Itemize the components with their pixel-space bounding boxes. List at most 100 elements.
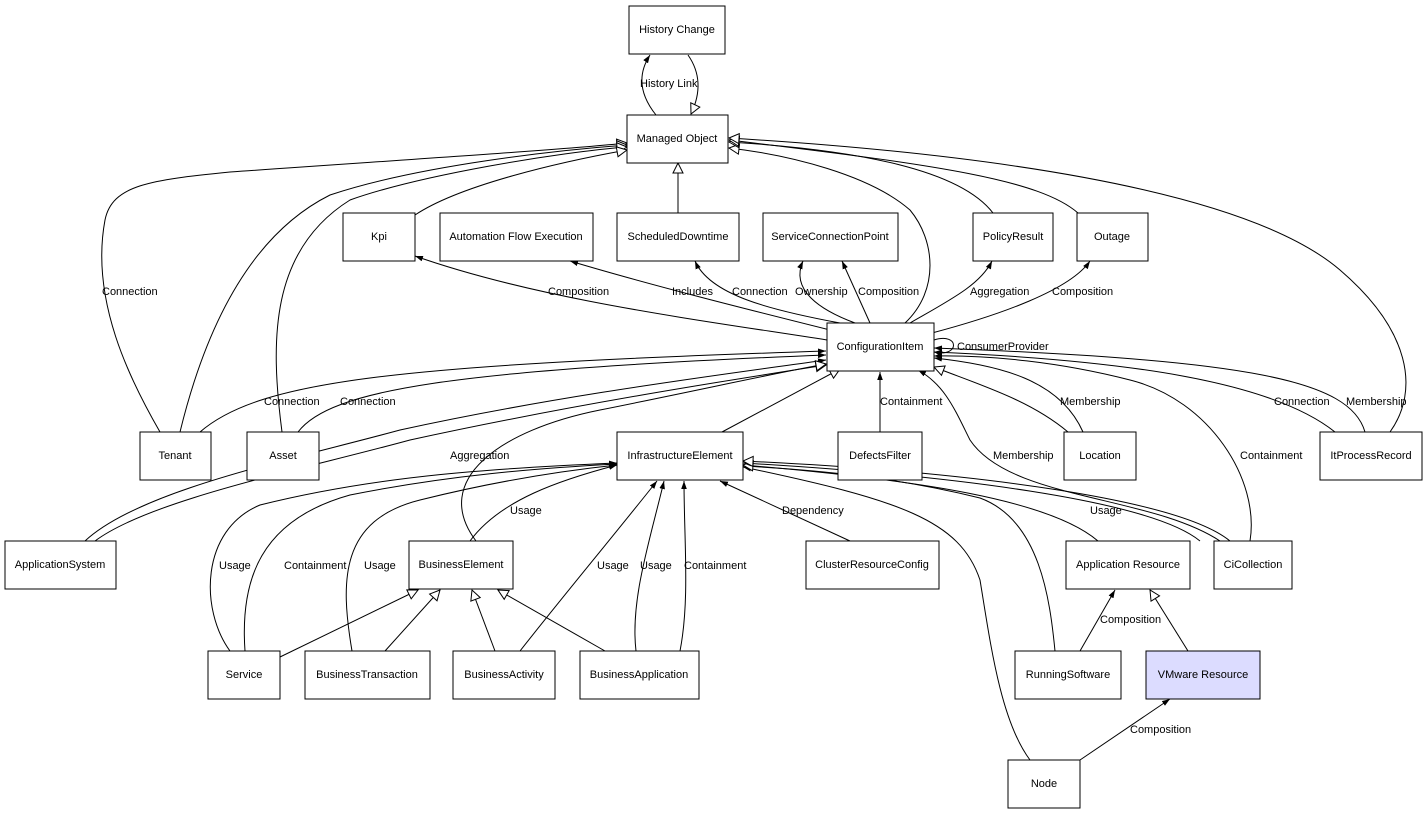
node-vmware-resource[interactable]: VMware Resource (1145, 650, 1261, 700)
node-location[interactable]: Location (1063, 431, 1137, 481)
node-label: PolicyResult (983, 231, 1044, 243)
edge-service-ie-containment: Containment (243, 461, 618, 652)
edge-label-bapp-containment: Containment (684, 560, 746, 572)
edge-label-node-composition: Composition (1130, 724, 1191, 736)
edge-label-defects-containment: Containment (880, 396, 942, 408)
node-label: DefectsFilter (849, 450, 911, 462)
node-label: ScheduledDowntime (628, 231, 729, 243)
edge-ci-sd-connection: Connection (694, 260, 841, 324)
edge-cicollection-ci-containment: Containment (933, 353, 1302, 542)
node-automation-flow-execution[interactable]: Automation Flow Execution (439, 212, 594, 262)
node-label: ServiceConnectionPoint (771, 231, 888, 243)
node-label: ConfigurationItem (837, 341, 924, 353)
node-infrastructure-element[interactable]: InfrastructureElement (616, 431, 744, 481)
node-label: Automation Flow Execution (449, 231, 582, 243)
edge-node-vmware-composition: Composition (1079, 698, 1191, 761)
edge-vmware-ar-generalization (1150, 590, 1189, 652)
node-label: History Change (639, 24, 715, 36)
node-label: Service (226, 669, 263, 681)
edge-ci-pr-aggregation: Aggregation (909, 260, 1029, 324)
node-kpi[interactable]: Kpi (342, 212, 416, 262)
node-configuration-item[interactable]: ConfigurationItem (826, 322, 935, 372)
edge-bapp-ie-containment: Containment (679, 480, 746, 652)
node-running-software[interactable]: RunningSoftware (1014, 650, 1122, 700)
edge-bt-ie-usage: Usage (345, 463, 618, 652)
edge-cluster-ie-dependency: Dependency (719, 480, 851, 542)
node-label: ApplicationSystem (15, 559, 106, 571)
edge-bapp-ie-usage: Usage (634, 480, 672, 652)
node-label: Location (1079, 450, 1121, 462)
node-business-transaction[interactable]: BusinessTransaction (304, 650, 431, 700)
edge-label-itpr-connection: Connection (1274, 396, 1330, 408)
node-cluster-resource-config[interactable]: ClusterResourceConfig (805, 540, 940, 590)
node-asset[interactable]: Asset (246, 431, 320, 481)
edge-label-cicollection-containment: Containment (1240, 450, 1302, 462)
node-label: BusinessActivity (464, 669, 544, 681)
node-label: BusinessElement (419, 559, 504, 571)
node-tenant[interactable]: Tenant (139, 431, 212, 481)
node-label: Asset (269, 450, 297, 462)
edge-label-bapp-usage: Usage (640, 560, 672, 572)
edge-ci-kpi-composition: Composition (414, 255, 828, 341)
edge-itpr-ci-connection: Connection (933, 349, 1336, 433)
edge-asset-ci-connection: Connection (297, 352, 827, 433)
node-it-process-record[interactable]: ItProcessRecord (1319, 431, 1423, 481)
node-business-activity[interactable]: BusinessActivity (452, 650, 556, 700)
edge-service-be-generalization (279, 590, 418, 658)
node-label: ClusterResourceConfig (815, 559, 929, 571)
node-defects-filter[interactable]: DefectsFilter (837, 431, 923, 481)
nodes: History Change Managed Object Kpi Automa… (4, 5, 1423, 809)
edge-defects-containment: Containment (877, 372, 942, 432)
edge-policy-result-generalization (729, 142, 994, 214)
edge-cicollection-ci-membership: Membership (917, 369, 1221, 542)
node-label: Kpi (371, 231, 387, 243)
edge-label-ba-usage: Usage (597, 560, 629, 572)
node-business-application[interactable]: BusinessApplication (579, 650, 700, 700)
node-ci-collection[interactable]: CiCollection (1213, 540, 1293, 590)
node-application-resource[interactable]: Application Resource (1065, 540, 1191, 590)
edge-history-link: History Link (640, 54, 698, 116)
node-label: Outage (1094, 231, 1130, 243)
edge-label-afe-includes: Includes (672, 286, 713, 298)
edge-label-tenant-connection-ci: Connection (264, 396, 320, 408)
node-label: ItProcessRecord (1330, 450, 1411, 462)
edge-label-history-link: History Link (640, 78, 698, 90)
node-label: BusinessApplication (590, 669, 688, 681)
edge-service-ie-usage: Usage (209, 460, 618, 652)
edge-kpi-managed-object-generalization (414, 150, 627, 216)
node-label: Managed Object (637, 133, 718, 145)
edge-tenant-ci-connection: Connection (199, 348, 827, 433)
edge-label-cluster-dependency: Dependency (782, 505, 844, 517)
node-scheduled-downtime[interactable]: ScheduledDowntime (616, 212, 740, 262)
node-outage[interactable]: Outage (1076, 212, 1149, 262)
edge-label-rs-composition: Composition (1100, 614, 1161, 626)
node-label: InfrastructureElement (627, 450, 732, 462)
edge-label-itpr-membership: Membership (1346, 396, 1407, 408)
node-business-element[interactable]: BusinessElement (408, 540, 514, 590)
edge-itpr-ci-membership: Membership (933, 345, 1407, 433)
node-managed-object[interactable]: Managed Object (626, 114, 729, 164)
node-policy-result[interactable]: PolicyResult (972, 212, 1054, 262)
edge-tenant-managed-object-connection: Connection (101, 143, 627, 433)
node-application-system[interactable]: ApplicationSystem (4, 540, 117, 590)
node-node[interactable]: Node (1007, 759, 1081, 809)
node-label: Node (1031, 778, 1057, 790)
edge-label-outage-composition: Composition (1052, 286, 1113, 298)
edge-label-asset-connection-ci: Connection (340, 396, 396, 408)
node-label: VMware Resource (1158, 669, 1248, 681)
edge-outage-generalization (729, 140, 1079, 214)
edge-label-scp-ownership: Ownership (795, 286, 848, 298)
edge-label-scp-composition: Composition (858, 286, 919, 298)
edge-appresource-ie-generalization (743, 465, 1099, 542)
node-history-change[interactable]: History Change (628, 5, 726, 55)
edge-ci-afe-includes: Includes (569, 260, 831, 331)
edge-be-ie-usage: Usage (469, 464, 618, 542)
node-service[interactable]: Service (207, 650, 281, 700)
edge-bt-be-generalization (384, 590, 440, 652)
edge-tenant-managed-object-generalization (179, 145, 627, 433)
edge-bapp-be-generalization (498, 590, 606, 652)
edge-ci-scp-composition: Composition (841, 260, 919, 324)
edge-label-service-usage: Usage (219, 560, 251, 572)
node-service-connection-point[interactable]: ServiceConnectionPoint (762, 212, 899, 262)
